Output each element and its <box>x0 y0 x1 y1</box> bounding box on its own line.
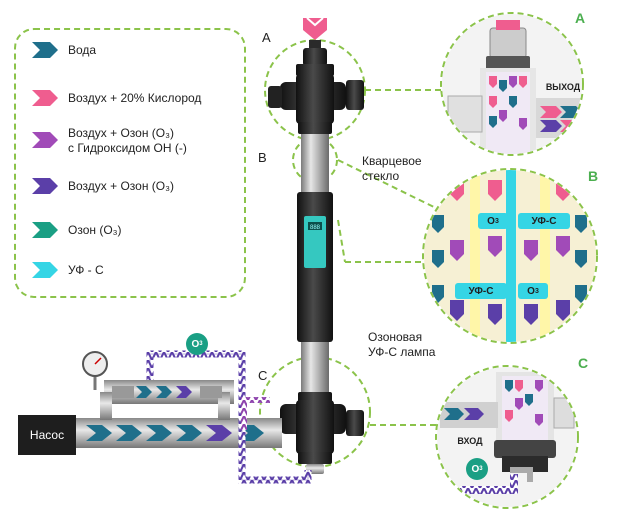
detail-label-a: A <box>575 10 586 26</box>
lamp-label-line2: УФ-С лампа <box>368 345 436 359</box>
chevron-arrow-icon <box>32 90 58 106</box>
quartz-label-line1: Кварцевое <box>362 154 422 168</box>
uvc-tag-1: УФ-С <box>531 215 557 227</box>
o3-text: O <box>527 285 535 297</box>
legend-label-air-ozone-oh: Воздух + Озон (O₃) <box>68 126 175 140</box>
o3-sub: 3 <box>479 466 483 472</box>
legend-label-ozone: Озон (O₃) <box>68 223 122 237</box>
label-b: B <box>258 150 267 165</box>
o3-text: O <box>471 463 480 475</box>
label-c: C <box>258 368 268 383</box>
o3-sub: 3 <box>494 217 499 225</box>
chevron-arrow-icon <box>32 132 58 148</box>
detail-label-c: C <box>578 355 589 371</box>
o3-sub: 3 <box>199 341 203 347</box>
lamp-label-line1: Озоновая <box>368 330 423 344</box>
chevron-arrow-icon <box>32 42 58 58</box>
legend-box <box>14 28 246 298</box>
pump-label: Насос <box>29 428 65 442</box>
legend-label-air-ozone: Воздух + Озон (O₃) <box>68 179 175 193</box>
quartz-label-line2: стекло <box>362 169 400 183</box>
svg-text:888: 888 <box>310 225 321 231</box>
uvc-tag-2: УФ-С <box>468 285 494 297</box>
chevron-arrow-icon <box>32 178 58 194</box>
air-inlet-arrow <box>303 18 327 40</box>
o3-sub: 3 <box>534 287 539 295</box>
o3-text: O <box>487 215 495 227</box>
legend-icons <box>32 42 58 278</box>
legend-label-uvc: УФ - С <box>68 263 104 277</box>
chevron-arrow-icon <box>32 262 58 278</box>
label-a: A <box>262 30 271 45</box>
outlet-label: ВЫХОД <box>545 82 581 92</box>
legend-label-water: Вода <box>68 43 97 57</box>
legend-label-air-ozone-oh-line2: с Гидроксидом OH (-) <box>68 141 187 155</box>
inlet-label: ВХОД <box>457 436 483 446</box>
pump-box: Насос <box>18 415 76 455</box>
legend-label-air: Воздух + 20% Кислород <box>68 91 202 105</box>
chevron-arrow-icon <box>32 222 58 238</box>
detail-label-b: B <box>588 168 599 184</box>
o3-text: O <box>191 338 200 350</box>
